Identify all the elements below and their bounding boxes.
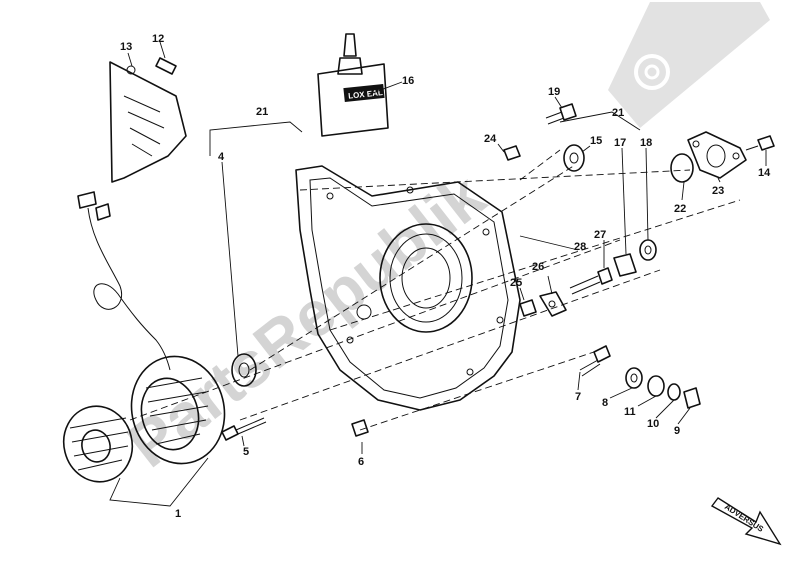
callout-13: 13 <box>120 41 132 53</box>
callout-4: 4 <box>218 151 225 163</box>
leader-lines <box>109 41 767 507</box>
callout-10: 10 <box>647 418 659 430</box>
callout-17: 17 <box>614 137 626 149</box>
screw-19 <box>545 103 577 125</box>
bracket-26 <box>539 291 567 317</box>
callout-26: 26 <box>532 261 544 273</box>
wiring-loom <box>77 191 171 371</box>
watermark-gear-icon <box>608 2 770 128</box>
bolt-27 <box>569 267 613 295</box>
plug-6 <box>351 419 369 437</box>
screw-5 <box>221 417 267 441</box>
callout-24: 24 <box>484 133 497 145</box>
callout-9: 9 <box>674 425 680 437</box>
bearing-4 <box>231 353 257 387</box>
sealant-label: LOX EAL <box>348 88 384 101</box>
callout-25: 25 <box>510 277 522 289</box>
watermark-text: PartsRepublik <box>114 159 498 481</box>
rotor <box>62 405 134 483</box>
nut-18 <box>639 239 657 261</box>
callout-23: 23 <box>712 185 724 197</box>
washer-8 <box>625 367 643 389</box>
callout-28: 28 <box>574 241 586 253</box>
callouts: 1 4 5 6 7 8 9 10 11 12 13 14 15 16 17 18… <box>120 33 771 520</box>
callout-7: 7 <box>575 391 581 403</box>
callout-19: 19 <box>548 86 560 98</box>
callout-21-left: 21 <box>256 106 268 118</box>
screw-9 <box>683 387 701 409</box>
pivot-25 <box>519 299 537 317</box>
callout-5: 5 <box>243 446 249 458</box>
cover-plate <box>109 61 187 183</box>
callout-1: 1 <box>175 508 181 520</box>
seal-11 <box>647 375 665 397</box>
stator <box>130 355 226 465</box>
callout-18: 18 <box>640 137 652 149</box>
callout-11: 11 <box>624 406 636 418</box>
callout-27: 27 <box>594 229 606 241</box>
washer-10 <box>667 383 681 401</box>
screw-24 <box>503 145 521 161</box>
callout-12: 12 <box>152 33 164 45</box>
callout-22: 22 <box>674 203 686 215</box>
callout-8: 8 <box>602 397 608 409</box>
callout-15: 15 <box>590 135 602 147</box>
screw-12 <box>155 57 177 75</box>
callout-14: 14 <box>758 167 771 179</box>
bolt-7 <box>579 345 611 377</box>
bush-17 <box>613 253 637 277</box>
assembly-axes <box>129 149 741 431</box>
screw-14 <box>745 135 775 151</box>
callout-21-right: 21 <box>612 107 624 119</box>
sealant-bottle: LOX EAL <box>317 33 389 137</box>
crankcase-cover <box>295 165 521 411</box>
callout-16: 16 <box>402 75 414 87</box>
direction-arrow-icon: ADVERSUS <box>710 497 782 546</box>
bearing-15 <box>563 144 585 172</box>
o-ring-22 <box>670 153 694 183</box>
callout-6: 6 <box>358 456 364 468</box>
flange-23 <box>687 131 747 179</box>
